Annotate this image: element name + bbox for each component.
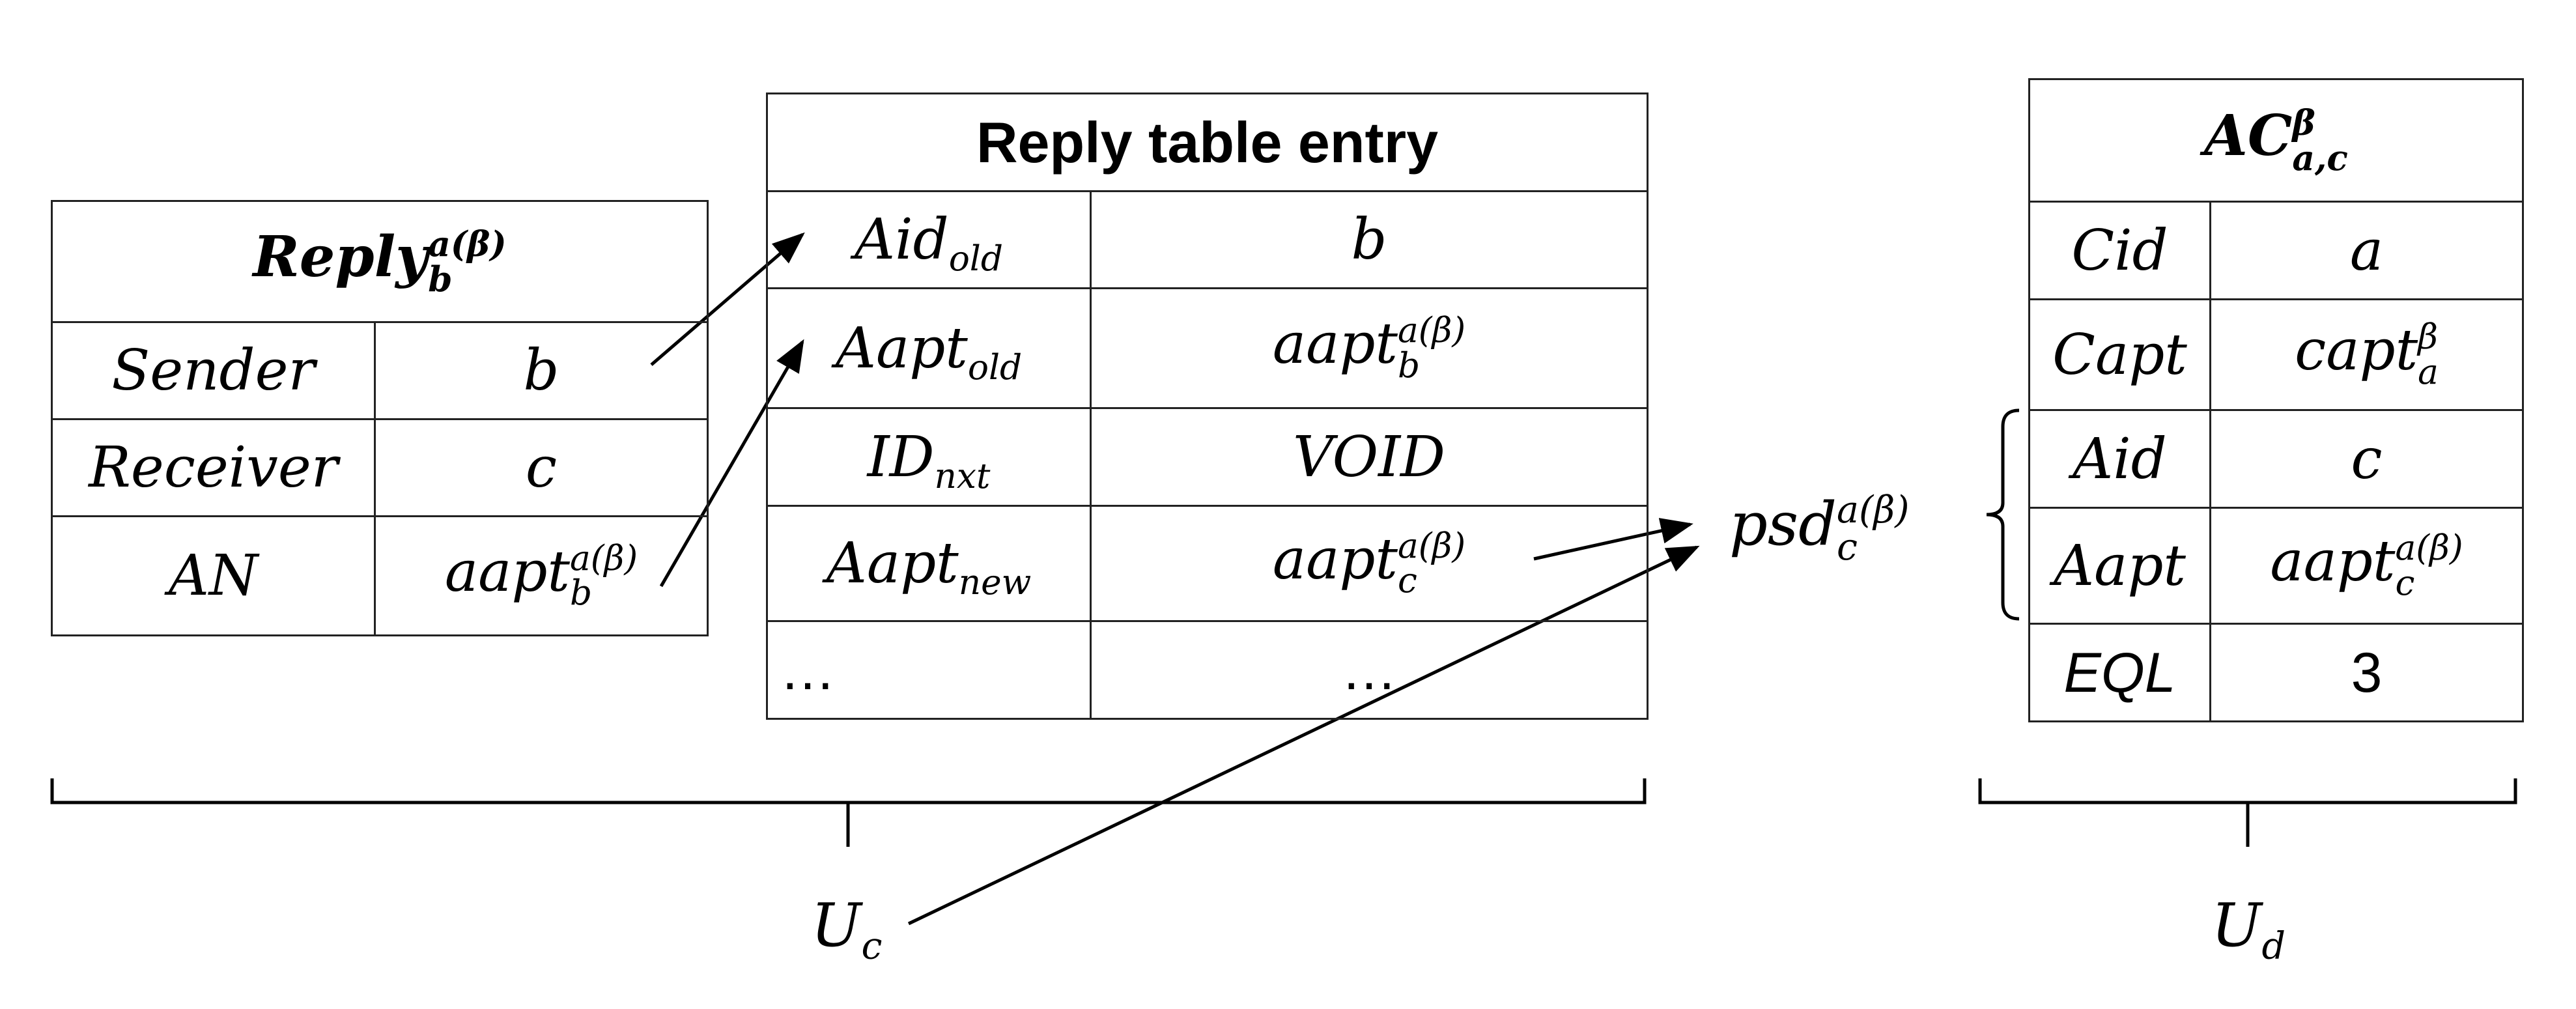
entry-table-title: Reply table entry [766,92,1649,192]
entry-ellipsis-key: … [766,620,1092,720]
entry-ellipsis-value: … [1090,620,1649,720]
ac-aid-key: Aid [2028,409,2211,509]
entry-aid-old-key: Aidold [766,190,1092,289]
uc-label: Uc [811,890,883,968]
entry-id-nxt-value: VOID [1090,407,1649,507]
entry-aid-old-value: b [1090,190,1649,289]
ac-eql-value: 3 [2209,623,2525,722]
reply-receiver-key: Receiver [51,418,376,517]
entry-id-nxt-key: IDnxt [766,407,1092,507]
reply-receiver-value: c [374,418,709,517]
ac-cid-value: a [2209,201,2525,300]
ac-aid-value: c [2209,409,2525,509]
reply-an-key: AN [51,515,376,636]
reply-sender-key: Sender [51,321,376,420]
ac-cid-key: Cid [2028,201,2211,300]
entry-aapt-new-key: Aaptnew [766,505,1092,622]
ac-capt-key: Capt [2028,298,2211,411]
ud-label: Ud [2211,890,2286,968]
brace-psd-left [1986,408,2020,621]
entry-aapt-old-key: Aaptold [766,287,1092,409]
brace-uc-bottom [50,778,1647,847]
ac-aapt-key: Aapt [2028,507,2211,625]
reply-sender-value: b [374,321,709,420]
brace-ud-bottom [1978,778,2517,847]
ac-eql-key: EQL [2028,623,2211,722]
